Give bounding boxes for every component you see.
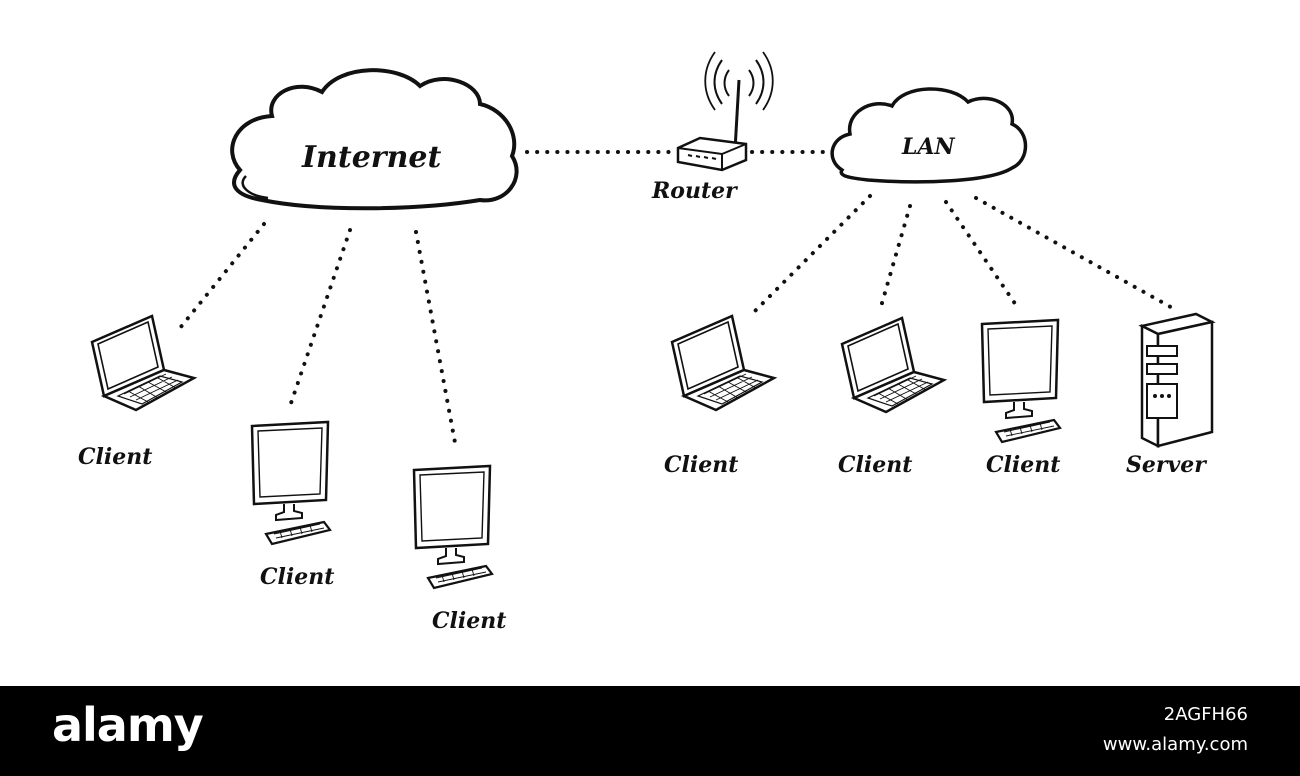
internet-cloud-label: Internet: [302, 140, 442, 175]
link-lan-client-3: [944, 200, 1020, 310]
client-label: Client: [664, 452, 739, 478]
desktop-icon: [250, 420, 332, 546]
site-url: www.alamy.com: [1102, 734, 1248, 755]
link-lan-server: [974, 196, 1178, 312]
client-label: Client: [838, 452, 913, 478]
link-lines: [178, 150, 1178, 450]
link-internet-client-1: [178, 222, 266, 330]
network-diagram: Internet LAN Router Client Client Client…: [78, 51, 1216, 634]
laptop-icon: [670, 314, 776, 412]
router-label: Router: [652, 178, 737, 204]
lan-cloud-label: LAN: [902, 134, 955, 160]
client-label: Client: [986, 452, 1061, 478]
desktop-icon: [412, 464, 494, 590]
link-internet-client-2: [288, 228, 352, 408]
router-icon: [676, 51, 774, 172]
lan-cloud: [830, 87, 1028, 184]
link-internet-client-3: [414, 230, 458, 450]
client-label: Client: [260, 564, 335, 590]
client-label: Client: [432, 608, 507, 634]
diagram-canvas: [90, 51, 1216, 590]
link-lan-client-1: [750, 194, 872, 316]
laptop-icon: [90, 314, 196, 412]
watermark-footer: alamy 2AGFH66 www.alamy.com: [0, 686, 1300, 776]
alamy-logo: alamy: [52, 698, 204, 752]
link-lan-client-2: [878, 204, 912, 312]
image-id: 2AGFH66: [1163, 704, 1248, 725]
server-icon: [1138, 312, 1216, 449]
internet-cloud: [230, 68, 519, 211]
laptop-icon: [840, 316, 946, 414]
client-label: Client: [78, 444, 153, 470]
server-label: Server: [1126, 452, 1206, 478]
desktop-icon: [980, 318, 1062, 444]
